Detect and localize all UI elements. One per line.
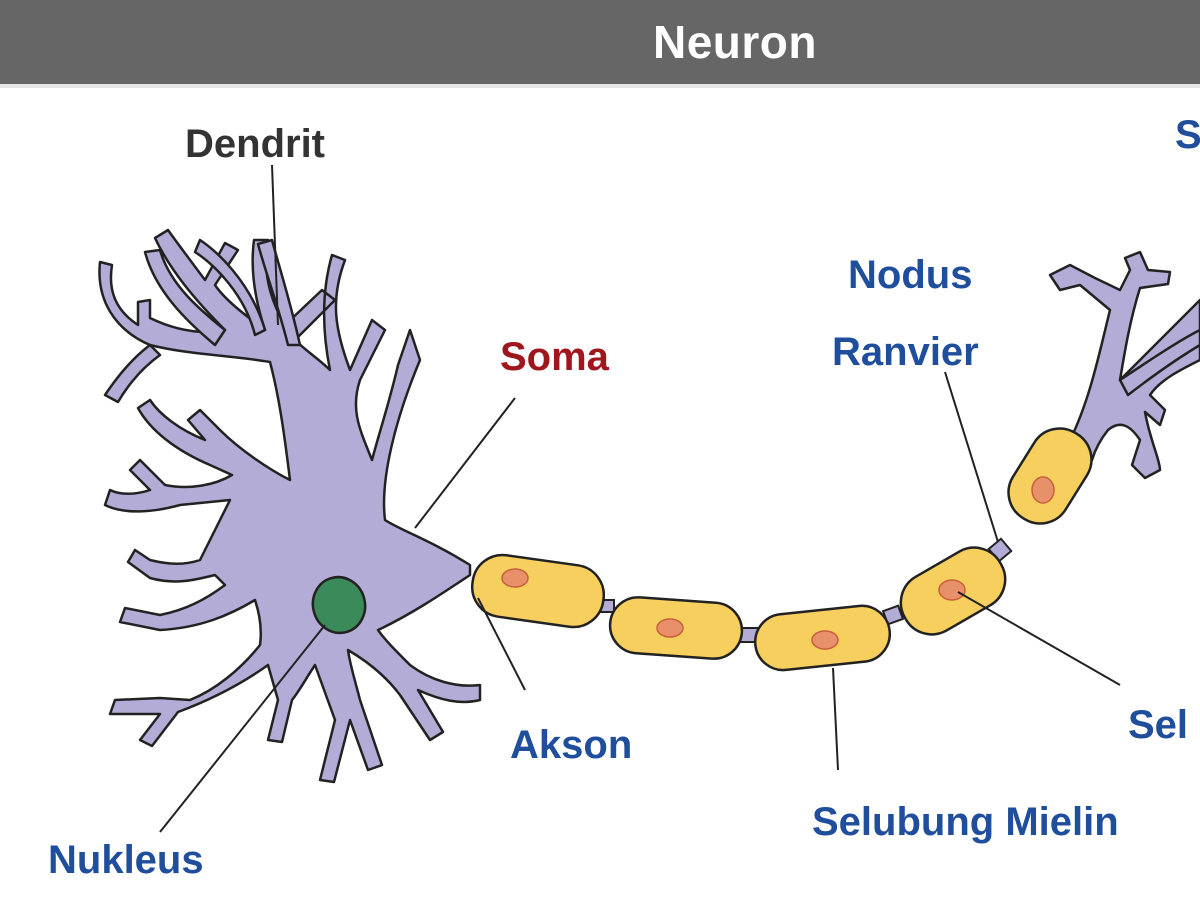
- soma-leader: [414, 397, 516, 529]
- label-dendrit: Dendrit: [185, 122, 325, 166]
- schwann-nuclei: [501, 476, 1055, 650]
- label-sel-partial: Sel: [1128, 703, 1188, 747]
- neuron-cell-body: [98, 228, 482, 784]
- ranvier-leader: [944, 371, 999, 543]
- label-selubung-mielin: Selubung Mielin: [812, 800, 1119, 844]
- diagram-title: Neuron: [653, 16, 817, 68]
- leader-lines: [159, 164, 1121, 833]
- label-nukleus: Nukleus: [48, 838, 204, 882]
- nucleus: [311, 575, 367, 635]
- axon-terminal: [1048, 250, 1200, 480]
- myelin-sheath: [470, 427, 1093, 672]
- title-bar: Neuron: [0, 0, 1200, 84]
- label-akson: Akson: [510, 723, 632, 767]
- akson-leader: [477, 597, 526, 691]
- label-soma: Soma: [500, 335, 610, 379]
- sel-leader: [957, 591, 1121, 686]
- title-divider: [0, 84, 1200, 88]
- label-ranvier: Ranvier: [832, 330, 979, 374]
- mielin-leader: [832, 667, 839, 771]
- nukleus-leader: [159, 624, 326, 833]
- dendrit-leader: [271, 164, 279, 326]
- label-nodus: Nodus: [848, 253, 972, 297]
- label-s-partial: S: [1175, 113, 1200, 157]
